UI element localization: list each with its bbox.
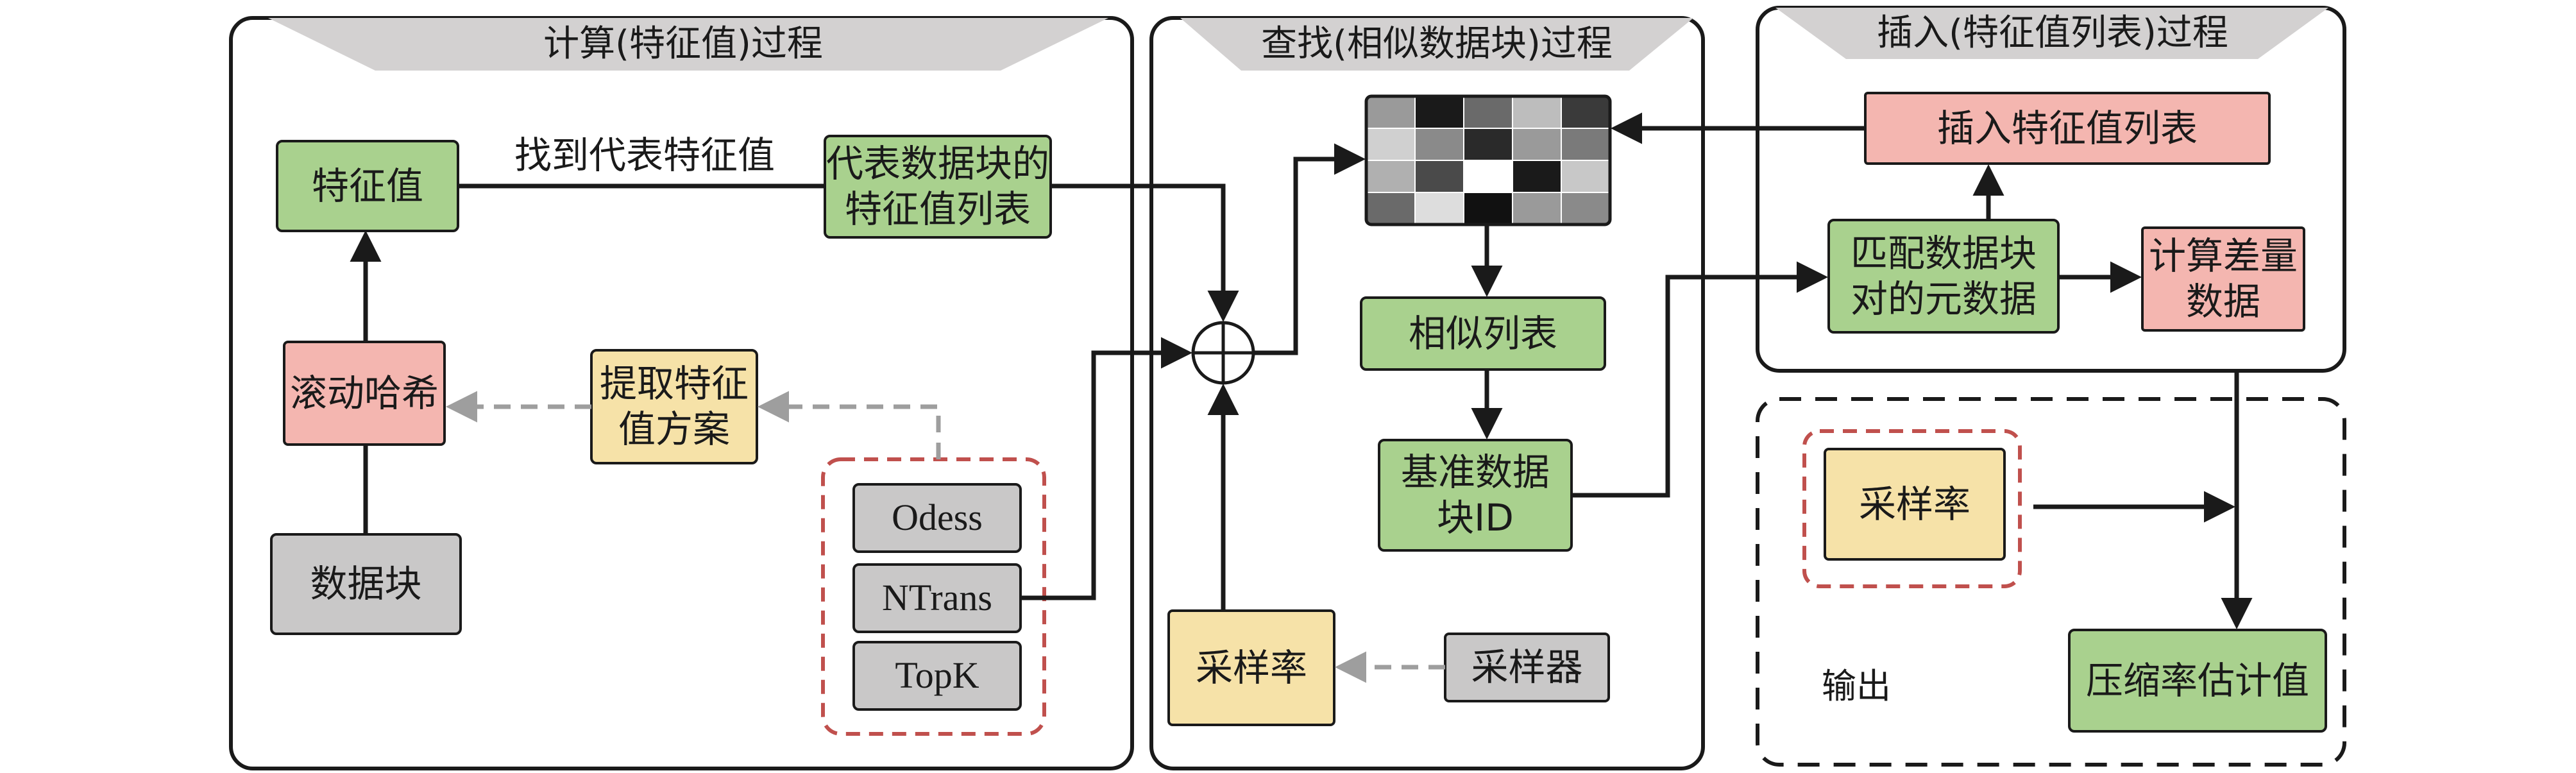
extract-scheme-label: 提取特征 值方案 [599, 362, 749, 451]
similar-list-box [1360, 296, 1606, 371]
sampling-rate-search-label: 采样率 [1195, 645, 1307, 690]
grid-cell [1414, 192, 1464, 225]
sampling-rate-output-box [1824, 448, 2006, 561]
arrow-replist-to-combine [1051, 183, 1239, 322]
output-label: 输出 [1822, 666, 1891, 707]
grid-cell [1512, 192, 1562, 225]
grid-cell [1414, 128, 1464, 161]
panel-output [1756, 397, 2346, 767]
base-block-id-label: 基准数据 块ID [1400, 450, 1550, 539]
compute-delta-label: 计算差量 数据 [2148, 234, 2298, 323]
insert-feature-list-label: 插入特征值列表 [1936, 106, 2198, 150]
grid-cell [1414, 96, 1464, 129]
grid-cell [1561, 160, 1611, 193]
grid-cell [1463, 128, 1513, 161]
similar-list-label: 相似列表 [1408, 311, 1557, 355]
sampling-rate-output-label: 采样率 [1858, 482, 1970, 526]
feature-grid [1366, 96, 1611, 225]
grid-cell [1414, 160, 1464, 193]
topk-label: TopK [895, 654, 979, 697]
arrow-base-to-match [1572, 261, 1828, 498]
rolling-hash-label: 滚动哈希 [289, 371, 439, 415]
sampler-label: 采样器 [1471, 645, 1583, 690]
odess-box [852, 483, 1022, 553]
arrow-schemes-to-extract [758, 391, 941, 459]
grid-cell [1366, 96, 1416, 129]
panel-insert-title: 插入(特征值列表)过程 [1877, 12, 2228, 54]
odess-label: Odess [892, 497, 983, 539]
grid-cell [1366, 192, 1416, 225]
sampling-rate-dashed-group [1802, 429, 2022, 588]
feature-value-label: 特征值 [311, 164, 423, 208]
panel-insert-header [1775, 8, 2328, 59]
grid-cell [1512, 96, 1562, 129]
sampling-rate-search-box [1167, 609, 1335, 726]
panel-compute-header [268, 18, 1108, 71]
grid-cell [1366, 128, 1416, 161]
grid-cell [1561, 128, 1611, 161]
compute-delta-box [2141, 226, 2305, 332]
find-representative-label: 找到代表特征值 [514, 133, 775, 177]
arrow-ntrans-to-combine [1021, 337, 1192, 600]
grid-cell [1366, 160, 1416, 193]
match-metadata-label: 匹配数据块 对的元数据 [1850, 231, 2037, 321]
panel-compute-title: 计算(特征值)过程 [543, 22, 823, 65]
grid-cell [1512, 128, 1562, 161]
panel-search-title: 查找(相似数据块)过程 [1261, 22, 1613, 65]
topk-box [852, 641, 1022, 711]
grid-cell [1561, 96, 1611, 129]
compression-estimate-box [2068, 629, 2327, 733]
rep-feature-list-label: 代表数据块的 特征值列表 [826, 142, 1049, 231]
grid-cell [1463, 96, 1513, 129]
arrow-combine-to-grid [1253, 143, 1366, 355]
grid-cell [1463, 160, 1513, 193]
compression-estimate-label: 压缩率估计值 [2085, 658, 2309, 702]
grid-cell [1561, 192, 1611, 225]
ntrans-label: NTrans [882, 577, 992, 619]
data-block-label: 数据块 [310, 562, 422, 606]
panel-search-header [1180, 18, 1693, 71]
grid-cell [1463, 192, 1513, 225]
grid-cell [1512, 160, 1562, 193]
